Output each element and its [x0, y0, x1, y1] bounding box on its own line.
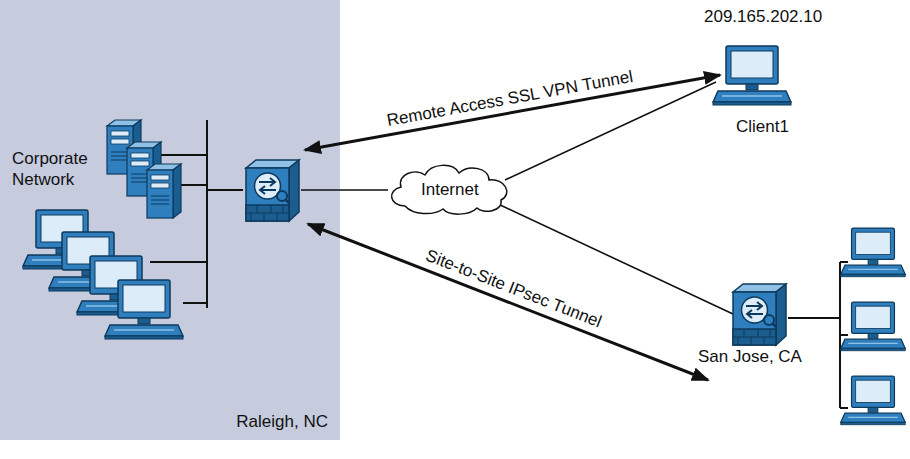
pc-icon: [841, 228, 905, 277]
branch-lan: [788, 262, 848, 408]
network-label: Corporate Network: [12, 148, 108, 190]
vpn-tunnel-arrow: [305, 75, 720, 150]
firewall-icon: [730, 282, 788, 348]
pc-icon: [712, 44, 792, 106]
tunnel-label: Remote Access SSL VPN Tunnel: [382, 66, 637, 131]
vpn-tunnel-arrow: [308, 224, 708, 380]
site-name: San Jose, CA: [698, 346, 802, 367]
host-name: Client1: [736, 116, 789, 137]
tunnel-label: Site-to-Site IPsec Tunnel: [420, 245, 607, 334]
pc-icon: [841, 302, 905, 351]
site-name: Raleigh, NC: [236, 411, 328, 432]
firewall-icon: [243, 158, 301, 224]
pc-icon: [105, 280, 183, 339]
internet-cloud: Internet: [385, 160, 515, 216]
server-icon: [147, 164, 181, 218]
ip-address: 209.165.202.10: [704, 6, 822, 27]
cloud-label: Internet: [421, 179, 479, 200]
client-host: 209.165.202.10Client1: [688, 4, 838, 140]
branch-site: San Jose, CA: [690, 282, 830, 382]
network-link: [301, 189, 388, 191]
pc-icon: [841, 376, 905, 425]
